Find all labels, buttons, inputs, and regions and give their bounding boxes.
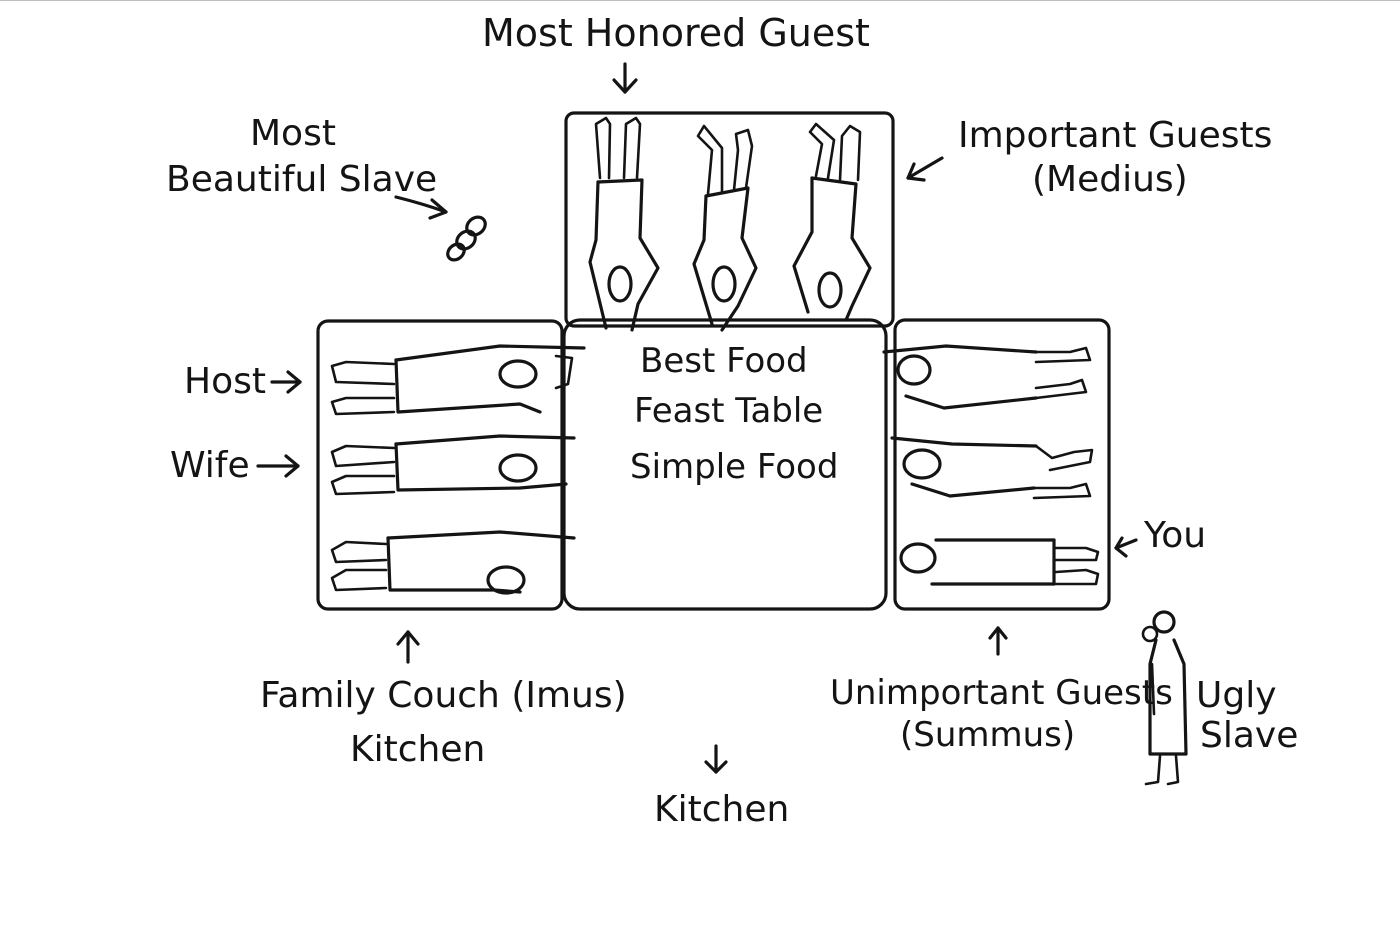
unimportant-guests-label: Unimportant Guests [830, 673, 1173, 713]
host-label: Host [184, 361, 266, 402]
unimportant-guests-latin-label: (Summus) [900, 715, 1076, 755]
arrow-icon [394, 195, 448, 220]
most-beautiful-slave-label-line2: Beautiful Slave [166, 159, 438, 200]
reclining-figure-icon [330, 434, 576, 496]
important-guests-latin-label: (Medius) [1032, 159, 1188, 200]
reclining-figure-icon [890, 436, 1094, 500]
family-couch-label: Family Couch (Imus) [260, 675, 627, 716]
top-border-line [0, 0, 1400, 1]
reclining-figure-icon [588, 116, 660, 332]
arrow-icon [1114, 536, 1138, 558]
ugly-slave-label-line2: Slave [1200, 715, 1299, 756]
arrow-icon [396, 630, 420, 664]
summus-couch [893, 318, 1111, 611]
arrow-icon [256, 454, 300, 478]
important-guests-label: Important Guests [958, 115, 1273, 156]
feast-table-label: Feast Table [634, 391, 824, 431]
arrow-icon [988, 626, 1008, 656]
reclining-figure-icon [330, 344, 586, 416]
table-best-food-label: Best Food [640, 341, 808, 381]
reclining-figure-icon [882, 344, 1092, 410]
standing-slave-icon [1141, 610, 1188, 786]
reclining-figure-icon [899, 538, 1100, 586]
arrow-icon [704, 744, 728, 774]
arrow-icon [612, 62, 638, 94]
most-beautiful-slave-label-line1: Most [250, 113, 336, 154]
kitchen-left-label: Kitchen [350, 729, 486, 770]
chain-icon [446, 215, 487, 262]
imus-couch [316, 319, 564, 611]
arrow-icon [270, 370, 302, 394]
kitchen-bottom-label: Kitchen [654, 789, 790, 830]
arrow-icon [906, 156, 944, 182]
wife-label: Wife [170, 445, 250, 486]
most-honored-guest-label: Most Honored Guest [482, 11, 870, 55]
reclining-figure-icon [330, 530, 576, 595]
table-simple-food-label: Simple Food [630, 447, 839, 487]
ugly-slave-label-line1: Ugly [1196, 675, 1277, 716]
medius-couch [564, 111, 895, 328]
reclining-figure-icon [692, 124, 758, 332]
you-label: You [1144, 515, 1207, 556]
feast-table [562, 318, 888, 611]
reclining-figure-icon [792, 122, 872, 322]
